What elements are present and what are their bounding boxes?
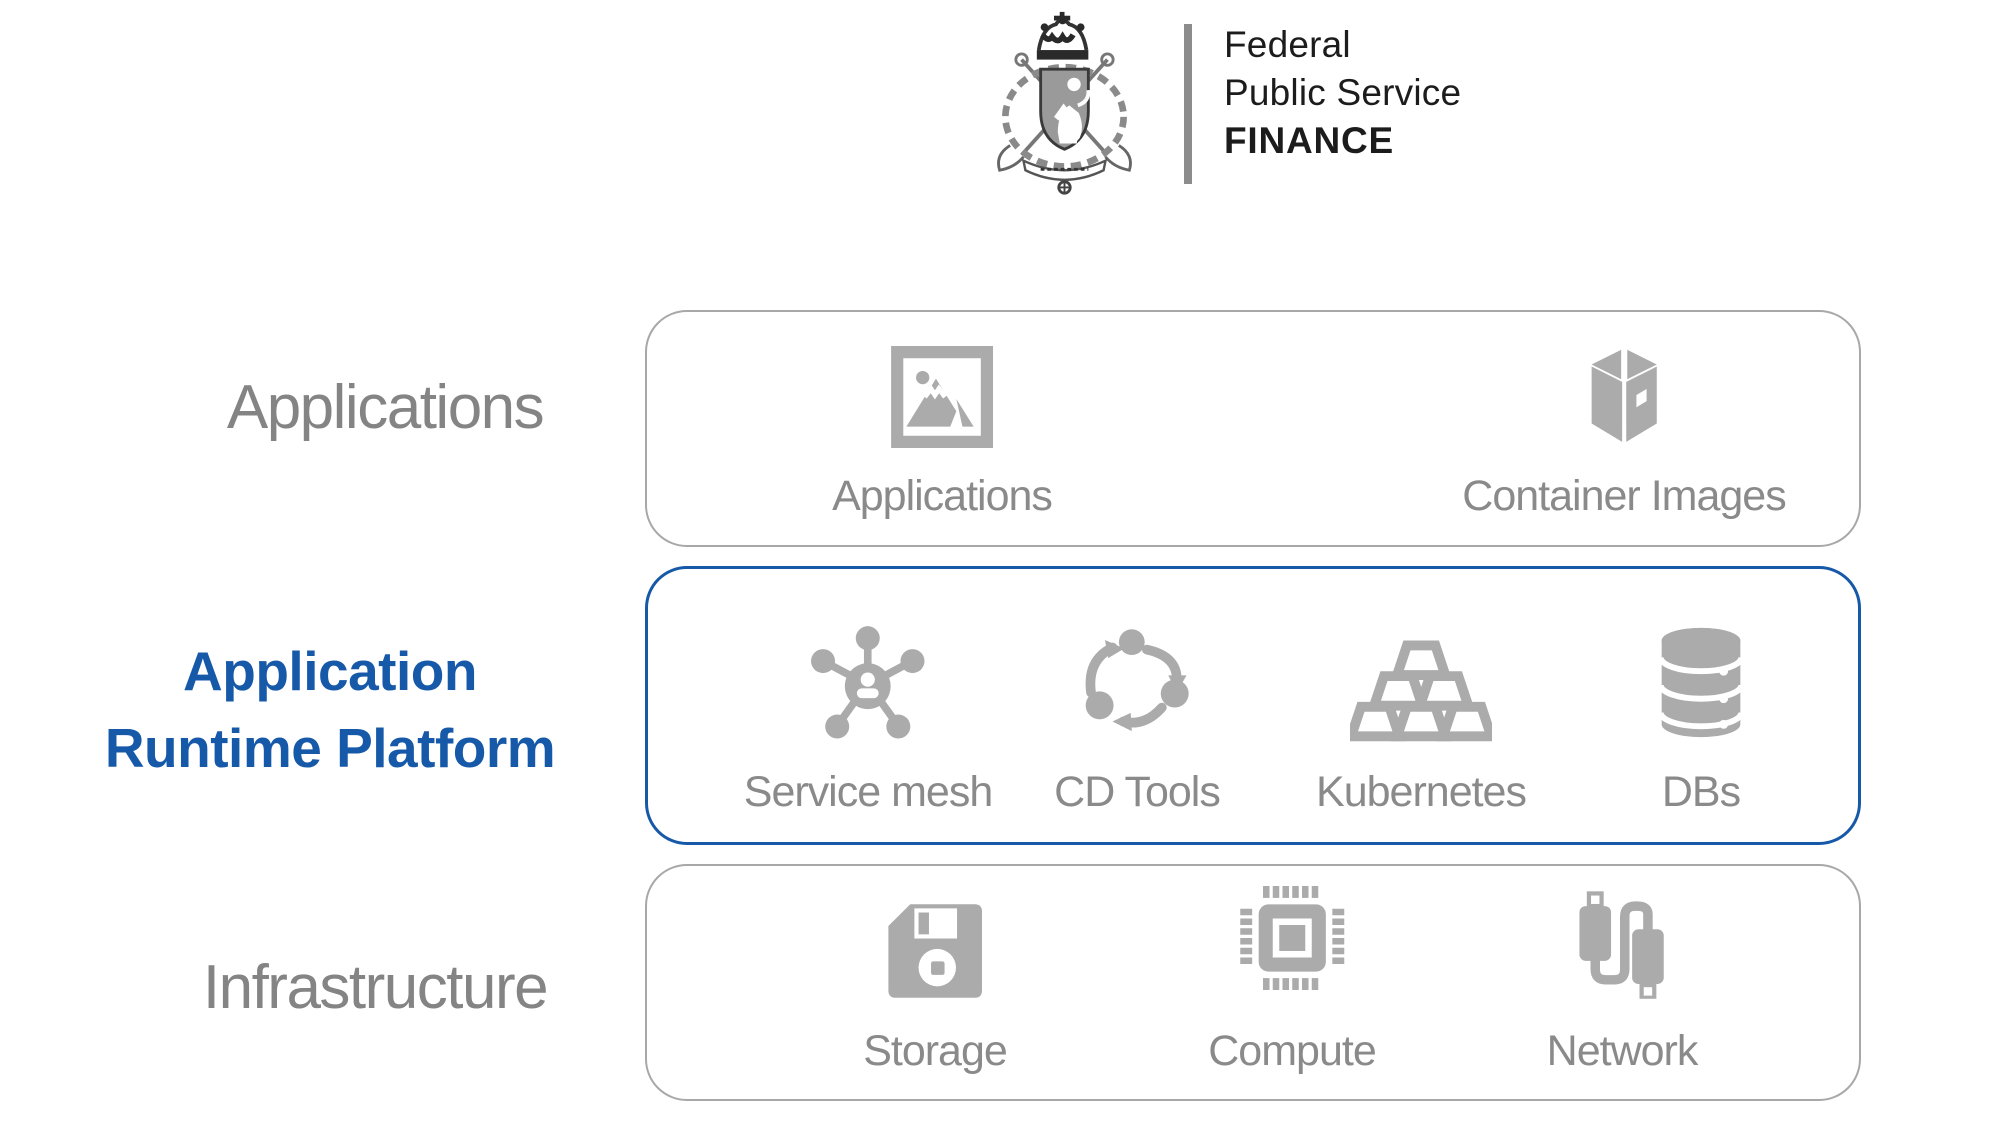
database-icon (1657, 627, 1745, 738)
logo-line-federal: Federal (1224, 24, 1351, 65)
ingots-icon (1349, 640, 1493, 742)
item-label: Container Images (1462, 472, 1786, 520)
image-icon (891, 346, 993, 448)
layer-box-applications: Applications Container Images (645, 310, 1861, 547)
item-container-images: Container Images (1462, 336, 1787, 521)
package-icon (1591, 346, 1657, 442)
logo-line-finance: FINANCE (1224, 120, 1395, 161)
item-label: Kubernetes (1316, 768, 1527, 816)
item-kubernetes: Kubernetes (1316, 640, 1527, 817)
item-label: Storage (863, 1027, 1008, 1075)
label-line-2: Runtime Platform (104, 717, 556, 779)
layer-box-application-runtime-platform: Service mesh CD Tools (645, 566, 1861, 845)
logo-wordmark: Federal Public Service FINANCE (1224, 21, 1461, 165)
item-label: CD Tools (1054, 768, 1221, 816)
layer-box-infrastructure: Storage (645, 864, 1861, 1101)
item-label: DBs (1661, 768, 1741, 816)
item-compute: Compute (1208, 873, 1377, 1076)
item-cd-tools: CD Tools (1054, 626, 1221, 817)
layer-label-infrastructure: Infrastructure (202, 953, 549, 1022)
layer-label-application-runtime-platform: Application Runtime Platform (55, 633, 605, 787)
item-label: Service mesh (743, 768, 993, 816)
logo-divider (1184, 24, 1192, 184)
usb-cable-icon (1579, 891, 1665, 999)
cd-cycle-icon (1085, 629, 1189, 732)
item-service-mesh: Service mesh (743, 624, 993, 817)
belgian-coat-of-arms-icon (997, 11, 1132, 195)
label-line-1: Application (183, 640, 477, 702)
item-storage: Storage (863, 899, 1008, 1076)
item-dbs: DBs (1652, 622, 1750, 817)
item-applications: Applications (832, 346, 1053, 521)
item-label: Applications (832, 472, 1053, 520)
item-label: Network (1546, 1027, 1699, 1075)
item-network: Network (1547, 885, 1698, 1076)
item-label: Compute (1208, 1027, 1376, 1075)
logo-line-public-service: Public Service (1224, 72, 1462, 113)
layer-label-applications: Applications (226, 373, 545, 442)
service-mesh-icon (811, 626, 925, 739)
floppy-disk-icon (888, 904, 982, 998)
cpu-icon (1239, 886, 1344, 990)
